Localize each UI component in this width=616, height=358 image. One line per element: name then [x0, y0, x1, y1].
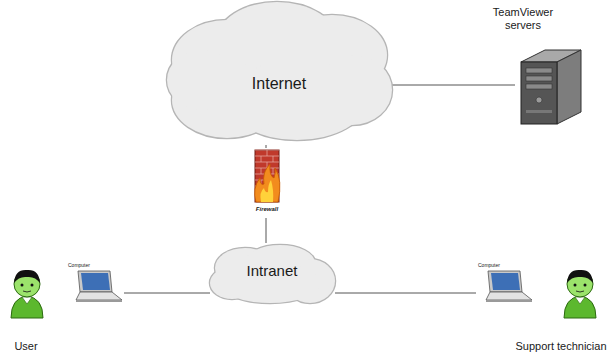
server-heading: TeamViewer servers [483, 6, 563, 32]
person-icon: User [4, 266, 50, 356]
intranet-cloud: Intranet [210, 243, 335, 305]
laptop-icon: Computer [66, 262, 124, 304]
person-icon: Support technician [506, 266, 610, 356]
network-link [124, 293, 210, 294]
laptop-icon-art [66, 262, 124, 304]
firewall-icon: Firewall [250, 148, 284, 218]
internet-cloud: Internet [167, 0, 392, 145]
cloud-label: Intranet [247, 262, 298, 280]
server-icon-art [515, 48, 585, 126]
network-link [266, 218, 267, 243]
computer-label: Computer [478, 262, 500, 268]
firewall-label: Firewall [256, 206, 278, 213]
laptop-icon: Computer [476, 262, 534, 304]
network-link [392, 85, 515, 86]
computer-label: Computer [68, 262, 90, 268]
server-icon: TeamViewer servers [515, 48, 585, 126]
network-link [335, 293, 476, 294]
person-label: Support technician [515, 340, 606, 353]
network-link [266, 145, 267, 148]
laptop-icon-art [476, 262, 534, 304]
internet-cloud-art [167, 0, 392, 145]
cloud-label: Internet [252, 74, 306, 93]
person-label: User [14, 340, 37, 353]
